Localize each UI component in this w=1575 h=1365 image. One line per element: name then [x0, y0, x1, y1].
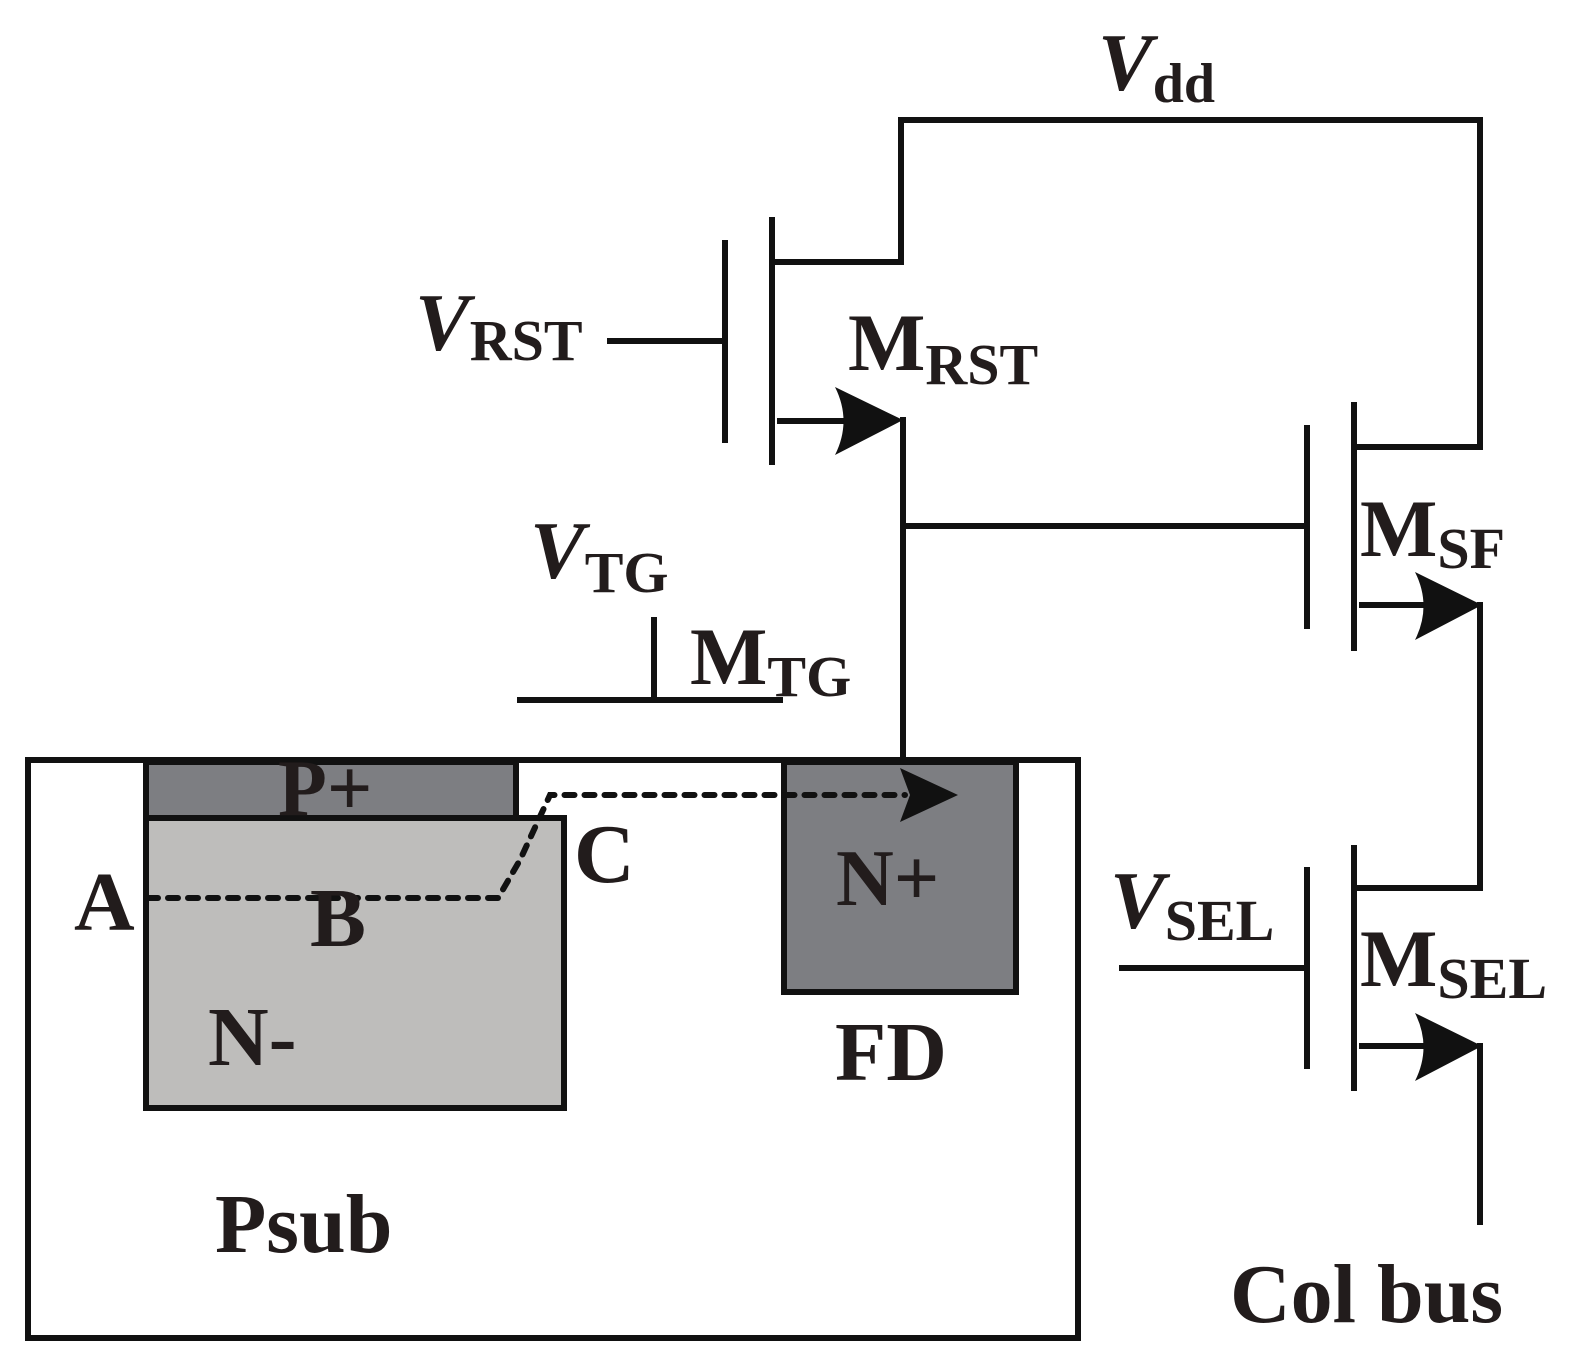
- vdd-rail: [772, 117, 1483, 450]
- msf-arrow-icon: [1415, 572, 1482, 640]
- n-minus-label: N-: [208, 991, 297, 1084]
- mrst-arrow-icon: [835, 387, 903, 455]
- mrst-label: MRST: [848, 297, 1038, 397]
- n-plus-label: N+: [836, 835, 939, 923]
- mtg-label: MTG: [690, 611, 851, 709]
- msel-label: MSEL: [1360, 913, 1547, 1011]
- msf-to-msel-wire: [1354, 602, 1483, 891]
- fd-label: FD: [835, 1006, 947, 1099]
- point-c-label: C: [574, 808, 635, 901]
- msf-label: MSF: [1360, 483, 1505, 581]
- point-b-label: B: [310, 872, 366, 965]
- charge-transfer-arrowhead: [900, 768, 958, 822]
- vrst-label: VRST: [415, 277, 583, 373]
- n-minus-region: [143, 815, 567, 1111]
- charge-transfer-path: [145, 792, 908, 901]
- p-plus-label: P+: [278, 745, 372, 833]
- msel-arrow-icon: [1415, 1013, 1482, 1081]
- vdd-label: Vdd: [1098, 17, 1215, 115]
- psub-label: Psub: [215, 1178, 392, 1271]
- col-bus-label: Col bus: [1230, 1248, 1503, 1341]
- vtg-label: VTG: [530, 505, 669, 605]
- vsel-label: VSEL: [1110, 855, 1274, 953]
- point-a-label: A: [74, 856, 135, 949]
